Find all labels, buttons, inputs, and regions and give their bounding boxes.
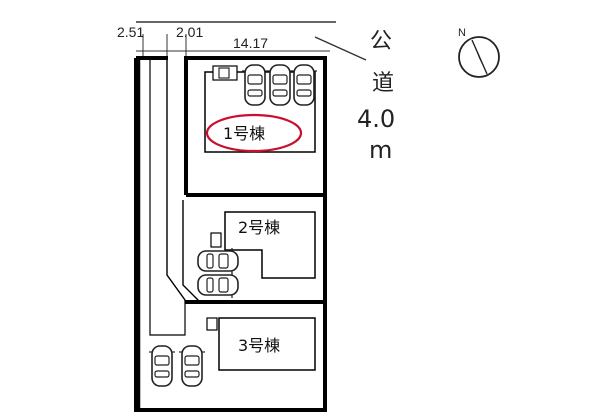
compass-north-letter: N bbox=[458, 27, 466, 39]
lot2-parking bbox=[197, 247, 239, 299]
dimension-frontage: 14.17 bbox=[233, 35, 268, 51]
lot1-parking bbox=[241, 64, 318, 106]
road-char-1: 公 bbox=[370, 29, 392, 54]
passage-line-lower bbox=[182, 200, 201, 303]
road-char-2: 道 bbox=[372, 71, 394, 96]
lot3-entry-box bbox=[206, 317, 218, 331]
road-unit: m bbox=[369, 136, 392, 164]
lot3-parking bbox=[148, 345, 206, 387]
lot3-building bbox=[218, 317, 316, 371]
lot1-highlight-circle bbox=[205, 113, 303, 153]
lot3-passage-edge bbox=[149, 58, 186, 336]
lot2-building bbox=[224, 211, 316, 279]
dimension-lines bbox=[136, 34, 330, 58]
road-width: 4.0 bbox=[357, 105, 395, 133]
lot1-entry-box-inner bbox=[218, 67, 230, 79]
lot2-label: 2号棟 bbox=[238, 218, 280, 237]
road-diagonal-line bbox=[314, 36, 367, 61]
dimension-left-passage: 2.51 bbox=[117, 24, 144, 40]
dimension-right-passage: 2.01 bbox=[176, 24, 203, 40]
lot1-label: 1号棟 bbox=[223, 124, 265, 143]
lot3-label: 3号棟 bbox=[238, 336, 280, 355]
north-compass-icon bbox=[458, 36, 500, 78]
lot2-entry-box bbox=[210, 232, 222, 248]
